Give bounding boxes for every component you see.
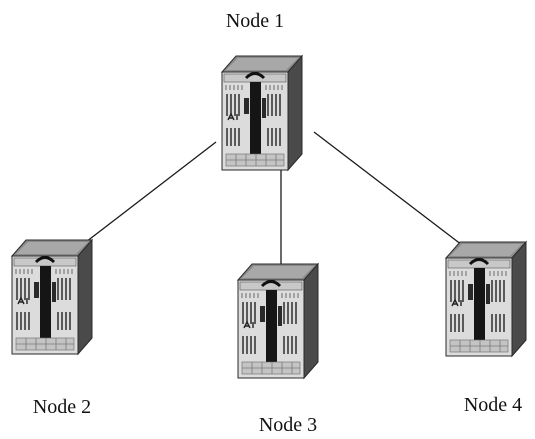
node-3: Node 3 <box>236 262 320 436</box>
network-chassis-icon <box>236 262 320 380</box>
node-4-label: Node 4 <box>464 394 522 416</box>
node-2: Node 2 <box>10 238 94 418</box>
network-chassis-icon <box>10 238 94 356</box>
node-2-label: Node 2 <box>33 396 91 418</box>
link-node1-node4 <box>313 131 463 246</box>
link-node1-node2 <box>81 141 217 246</box>
network-chassis-icon <box>220 54 304 172</box>
node-4: Node 4 <box>444 240 528 416</box>
node-3-label: Node 3 <box>259 414 317 436</box>
node-1: Node 1 <box>220 10 304 172</box>
network-chassis-icon <box>444 240 528 358</box>
node-1-label: Node 1 <box>226 10 284 32</box>
